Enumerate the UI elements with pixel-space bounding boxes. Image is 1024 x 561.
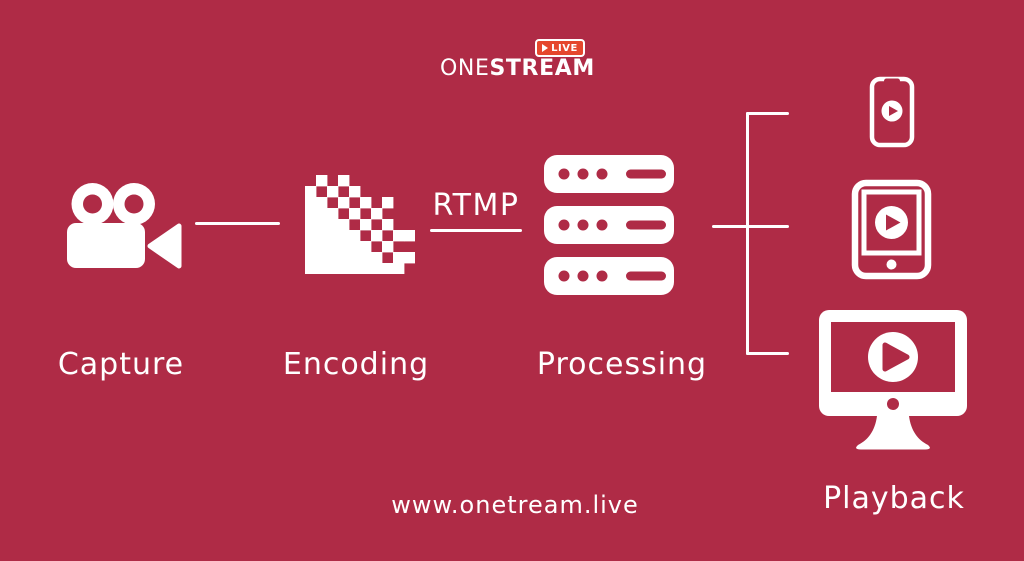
stage-label-processing: Processing [536,347,708,382]
connector-encoding-processing [430,229,522,232]
server-stack-icon [544,155,674,295]
stage-label-playback: Playback [823,481,965,516]
connector-branch-phone [746,112,789,115]
website-url: www.onetream.live [391,491,639,519]
connector-capture-encoding [195,222,280,225]
monitor-play-icon [819,310,967,450]
connector-trunk-vertical [746,112,749,355]
play-triangle-icon [542,44,549,52]
connector-processing-trunk [712,225,789,228]
brand-wordmark-light: ONE [440,56,490,81]
onestream-logo: LIVE ONESTREAM [440,39,594,87]
smartphone-play-icon [869,76,915,148]
brand-wordmark-bold: STREAM [489,56,595,81]
connector-branch-monitor [746,352,789,355]
stage-label-capture: Capture [57,347,185,382]
video-camera-icon [67,183,182,269]
stage-label-encoding: Encoding [282,347,430,382]
tablet-play-icon [851,179,932,280]
protocol-label-rtmp: RTMP [432,188,520,223]
live-badge: LIVE [535,39,585,57]
live-badge-label: LIVE [551,42,578,54]
pixelated-compression-icon [305,175,415,274]
brand-wordmark: ONESTREAM [440,56,595,81]
